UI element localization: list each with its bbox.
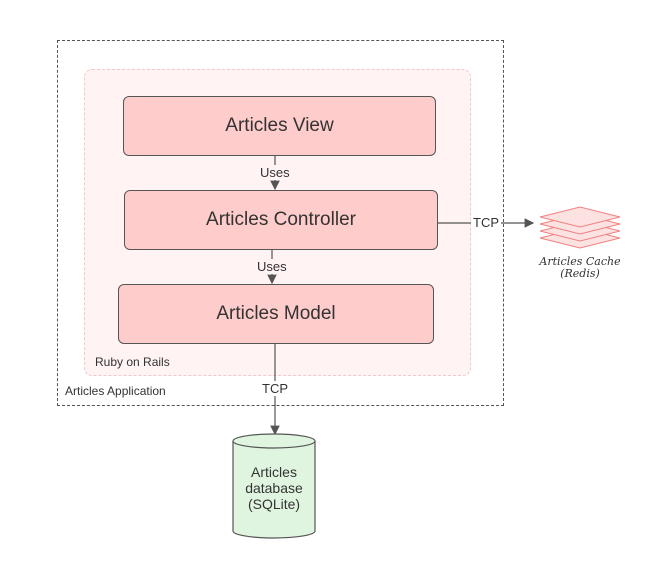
model-database-edge-label: TCP bbox=[260, 381, 290, 396]
redis-cache-icon bbox=[539, 206, 621, 249]
articles-view-label: Articles View bbox=[225, 115, 334, 136]
articles-controller-box: Articles Controller bbox=[124, 190, 438, 250]
articles-cache-label: Articles Cache (Redis) bbox=[530, 256, 630, 280]
articles-cache-tech: (Redis) bbox=[560, 267, 600, 280]
articles-database-line3: (SQLite) bbox=[247, 496, 301, 512]
articles-model-box: Articles Model bbox=[118, 284, 434, 344]
controller-model-edge-label: Uses bbox=[255, 259, 289, 274]
ruby-on-rails-label: Ruby on Rails bbox=[95, 355, 170, 369]
view-controller-edge-label: Uses bbox=[258, 165, 292, 180]
articles-view-box: Articles View bbox=[123, 96, 436, 156]
articles-database-line1: Articles bbox=[251, 464, 297, 480]
articles-controller-label: Articles Controller bbox=[206, 209, 356, 230]
articles-database-label: Articles database (SQLite) bbox=[234, 464, 314, 512]
articles-application-label: Articles Application bbox=[65, 384, 166, 398]
controller-cache-edge-label: TCP bbox=[471, 215, 501, 230]
articles-model-label: Articles Model bbox=[216, 303, 336, 324]
articles-cache-name: Articles Cache bbox=[539, 255, 621, 268]
articles-database-line2: database bbox=[245, 480, 303, 496]
database-cylinder-icon bbox=[232, 433, 316, 539]
